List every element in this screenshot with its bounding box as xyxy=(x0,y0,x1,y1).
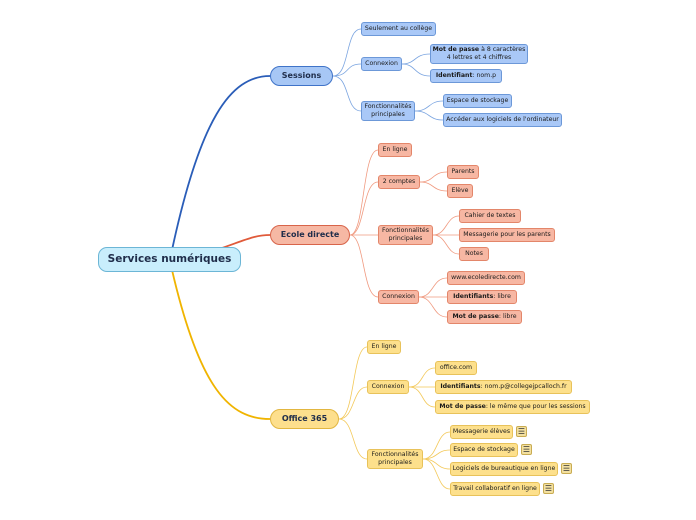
node-ecole-connexion[interactable]: Connexion xyxy=(378,290,419,304)
node-office-website[interactable]: office.com xyxy=(435,361,477,375)
node-2-comptes[interactable]: 2 comptes xyxy=(378,175,420,189)
node-ecole-website[interactable]: www.ecoledirecte.com xyxy=(447,271,525,285)
topic-sessions[interactable]: Sessions xyxy=(270,66,333,86)
node-acceder-logiciels[interactable]: Accéder aux logiciels de l'ordinateur xyxy=(443,113,562,127)
password-label: Mot de passe xyxy=(432,46,480,54)
note-icon[interactable]: ☰ xyxy=(561,463,572,474)
node-parents[interactable]: Parents xyxy=(447,165,479,179)
node-eleve[interactable]: Elève xyxy=(447,184,473,198)
node-sessions-fonctionnalites[interactable]: Fonctionnalités principales xyxy=(361,101,415,121)
topic-office-365[interactable]: Office 365 xyxy=(270,409,339,429)
identifiant-value: : nom.p xyxy=(472,72,497,80)
node-sessions-connexion[interactable]: Connexion xyxy=(361,57,402,71)
node-ecole-mot-de-passe[interactable]: Mot de passe : libre xyxy=(447,310,522,324)
node-sessions-identifiant[interactable]: Identifiant : nom.p xyxy=(430,69,502,83)
topic-ecole-directe[interactable]: Ecole directe xyxy=(270,225,350,245)
node-seulement-college[interactable]: Seulement au collège xyxy=(361,22,436,36)
node-office-mot-de-passe[interactable]: Mot de passe : le même que pour les sess… xyxy=(435,400,590,414)
node-cahier-textes[interactable]: Cahier de textes xyxy=(459,209,521,223)
node-office-stockage[interactable]: Espace de stockage xyxy=(450,443,518,457)
identifiant-label: Identifiant xyxy=(435,72,473,80)
password-rule-detail: 4 lettres et 4 chiffres xyxy=(446,54,512,61)
node-messagerie-parents[interactable]: Messagerie pour les parents xyxy=(459,228,555,242)
node-office-connexion[interactable]: Connexion xyxy=(367,380,409,394)
node-logiciels-bureautique[interactable]: Logiciels de bureautique en ligne xyxy=(450,462,558,476)
node-messagerie-eleves[interactable]: Messagerie élèves xyxy=(450,425,513,439)
password-rule: à 8 caractères xyxy=(479,46,526,54)
node-office-en-ligne[interactable]: En ligne xyxy=(367,340,401,354)
note-icon[interactable]: ☰ xyxy=(543,483,554,494)
node-office-fonctionnalites[interactable]: Fonctionnalités principales xyxy=(367,449,423,469)
node-notes[interactable]: Notes xyxy=(459,247,489,261)
node-ecole-en-ligne[interactable]: En ligne xyxy=(378,143,412,157)
node-ecole-fonctionnalites[interactable]: Fonctionnalités principales xyxy=(378,225,433,245)
node-office-identifiants[interactable]: Identifiants : nom.p@collegejpcalloch.fr xyxy=(435,380,572,394)
note-icon[interactable]: ☰ xyxy=(521,444,532,455)
node-travail-collaboratif[interactable]: Travail collaboratif en ligne xyxy=(450,482,540,496)
node-espace-stockage[interactable]: Espace de stockage xyxy=(443,94,512,108)
node-sessions-password[interactable]: Mot de passe à 8 caractères 4 lettres et… xyxy=(430,44,528,64)
node-ecole-identifiants[interactable]: Identifiants : libre xyxy=(447,290,517,304)
root-topic[interactable]: Services numériques xyxy=(98,247,241,272)
note-icon[interactable]: ☰ xyxy=(516,426,527,437)
